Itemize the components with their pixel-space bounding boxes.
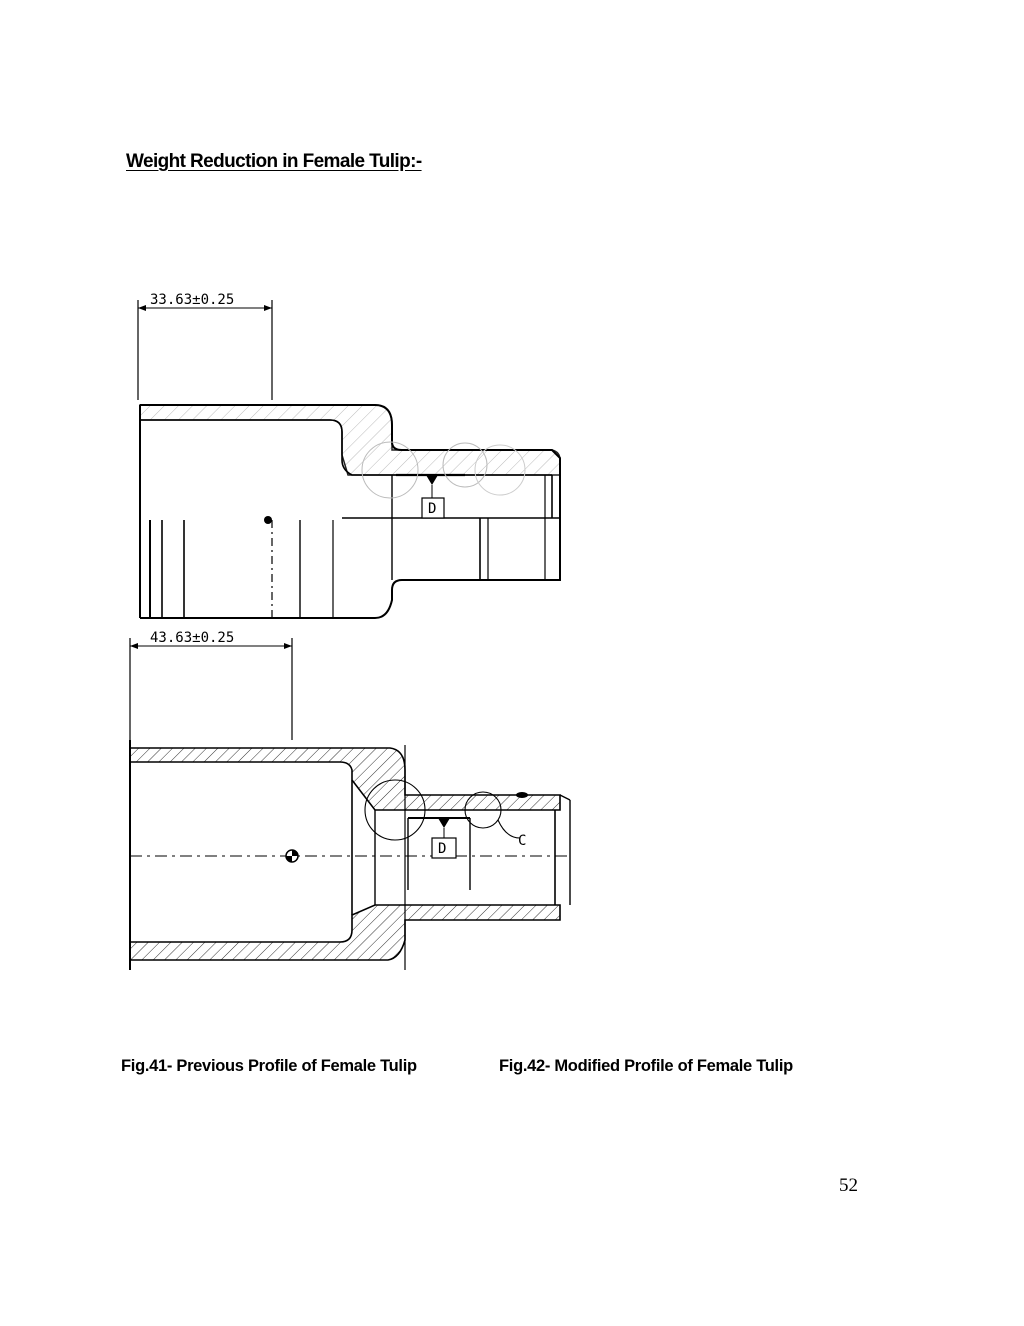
tulip-drawings: 33.63±0.25 D — [129, 292, 571, 970]
fig42-dimension-label: 43.63±0.25 — [150, 630, 234, 646]
fig41-dimension-label: 33.63±0.25 — [150, 292, 234, 308]
fig42-caption: Fig.42- Modified Profile of Female Tulip — [499, 1057, 793, 1075]
fig42-datum-label: D — [438, 841, 446, 857]
fig41-drawing: 33.63±0.25 D — [137, 292, 561, 619]
section-heading: Weight Reduction in Female Tulip:- — [126, 151, 422, 172]
page-number: 52 — [839, 1175, 858, 1196]
fig41-caption: Fig.41- Previous Profile of Female Tulip — [121, 1057, 417, 1075]
fig41-datum-label: D — [428, 501, 436, 517]
fig42-drawing: 43.63±0.25 C D — [129, 630, 571, 970]
fig42-callout-label: C — [518, 833, 526, 849]
